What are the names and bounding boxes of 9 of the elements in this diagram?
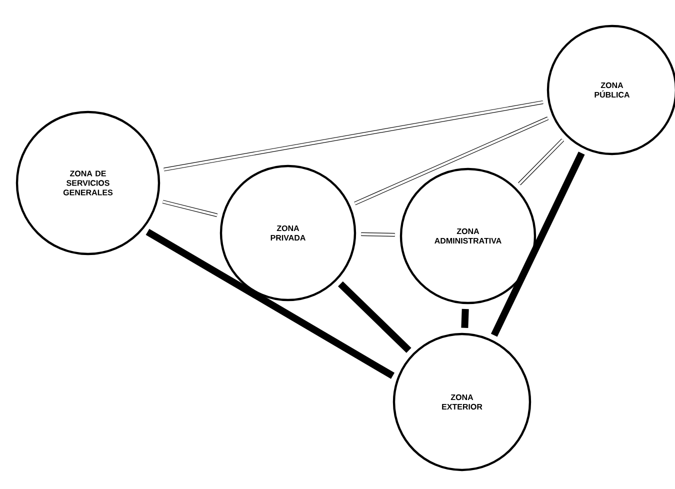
connector-line (461, 308, 469, 328)
connector-line (146, 228, 395, 379)
connector-line (164, 100, 544, 172)
connector-line (490, 152, 585, 337)
connector-line (354, 116, 549, 206)
connector-line (162, 200, 218, 217)
connector-line (361, 232, 395, 237)
connector-line (338, 281, 412, 353)
connector-line (518, 138, 564, 186)
